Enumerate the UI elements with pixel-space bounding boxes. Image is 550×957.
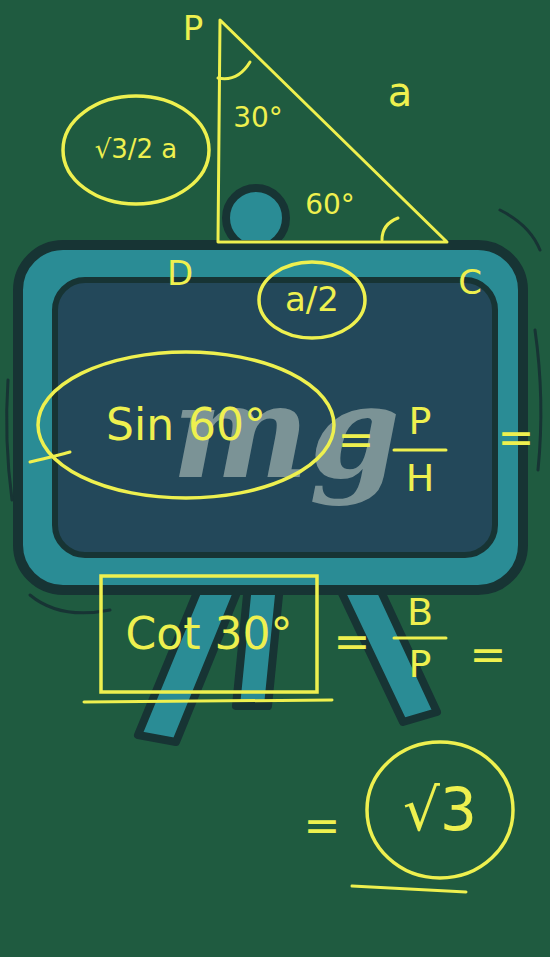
fraction-denominator: H <box>406 459 435 497</box>
equals-sign: = <box>338 418 375 462</box>
formula-box: Cot 30° <box>99 574 319 694</box>
board-knob <box>226 188 286 248</box>
node-text: √3/2 a <box>95 136 178 163</box>
triangle <box>218 20 447 242</box>
answer-circle: √3 <box>365 740 515 880</box>
angle-label: 30° <box>233 104 283 132</box>
outline <box>259 262 365 338</box>
node-text: √3 <box>403 780 477 841</box>
fraction-bar <box>394 637 446 640</box>
sketch-stroke <box>500 210 540 250</box>
sketch-stroke <box>7 380 12 500</box>
equals-sign: = <box>498 416 535 460</box>
outline <box>63 96 209 204</box>
vertex-label: C <box>458 265 482 299</box>
node-text: a/2 <box>285 282 339 318</box>
node-text: Cot 30° <box>126 611 293 657</box>
formula-ellipse: Sin 60° <box>36 350 336 500</box>
outline <box>101 576 317 692</box>
equals-sign: = <box>304 804 341 848</box>
board-screen <box>55 280 495 555</box>
equals-sign: = <box>470 633 507 677</box>
answer-circle: √3/2 a <box>61 94 211 206</box>
angle-arc <box>382 218 398 240</box>
fraction-denominator: P <box>409 645 432 683</box>
side-label: a <box>388 72 413 112</box>
equals-sign: = <box>334 620 371 664</box>
underline <box>352 886 466 892</box>
underline <box>84 700 332 702</box>
easel-leg <box>138 585 238 742</box>
vertex-label: P <box>183 11 204 45</box>
node-text: Sin 60° <box>106 402 266 448</box>
outline <box>367 742 513 878</box>
outline <box>38 352 334 498</box>
vertex-label: D <box>167 256 193 290</box>
sketch-stroke <box>30 595 110 613</box>
sketch-stroke <box>535 330 541 470</box>
angle-label: 60° <box>305 191 355 219</box>
fraction-bar <box>394 449 446 452</box>
fraction-numerator: B <box>407 593 433 631</box>
fraction-numerator: P <box>409 402 432 440</box>
angle-arc <box>218 62 250 79</box>
board-frame <box>18 245 523 590</box>
answer-circle: a/2 <box>257 260 367 340</box>
